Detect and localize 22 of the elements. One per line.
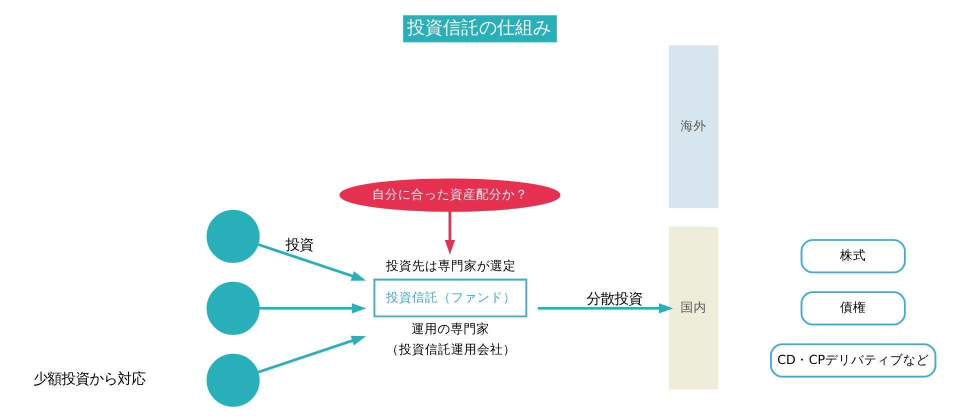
node-box: 国内 [668,226,718,390]
arrow [260,303,366,314]
node-label: 投資先は専門家が選定 [386,258,516,273]
node-person [206,354,260,407]
node-box: 海外 [668,45,718,208]
arrow [538,303,674,314]
node-person [206,210,260,263]
edge-label: 分散投資 [586,292,643,308]
arrow [258,243,366,281]
diagram-title: 投資信託の仕組み [407,17,552,38]
node-ellipse: 自分に合った資産配分か？ [339,178,560,212]
node-box: 株式 [800,239,906,274]
arrow [258,336,366,374]
node-box: 投資信託（ファンド） [374,278,528,318]
edge-label: 投資 [286,238,314,254]
arrow [444,211,455,254]
node-person [206,282,260,335]
node-box: CD・CPデリバティブなど [770,343,936,378]
node-label: （投資信託運用会社） [386,341,516,356]
node-label: 運用の専門家 [412,320,490,336]
node-box: 債権 [800,291,906,326]
label: 少額投資から対応 [33,372,146,388]
